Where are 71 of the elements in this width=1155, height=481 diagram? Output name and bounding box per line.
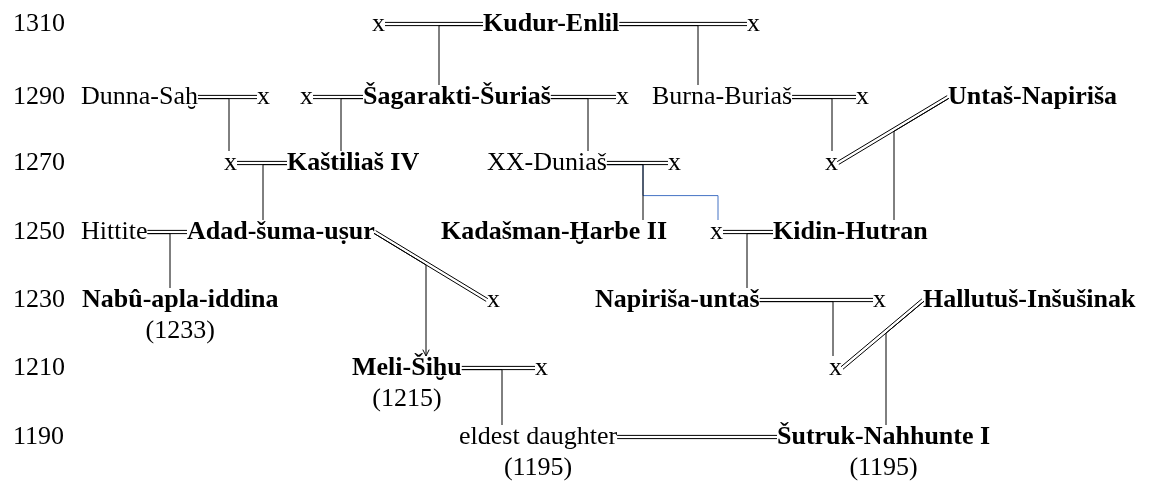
marriage-line	[618, 21, 748, 27]
descent-line	[197, 98, 230, 152]
marriage-line	[722, 229, 774, 235]
year-label: 1230	[13, 285, 65, 313]
person-name: Burna-Buriaš	[652, 82, 793, 110]
person-name: x	[224, 148, 237, 176]
marriage-line	[616, 434, 778, 440]
year-label: 1270	[13, 148, 65, 176]
marriage-line	[836, 95, 950, 165]
marriage-line	[606, 160, 669, 166]
person-name: Hallutuš-Inšušinak	[923, 285, 1136, 313]
person-name: x	[825, 148, 838, 176]
year-label: 1290	[13, 82, 65, 110]
marriage-line	[236, 160, 288, 166]
date-note: (1195)	[849, 456, 918, 478]
marriage-line	[146, 229, 188, 235]
person-name: x	[487, 285, 500, 313]
date-note: (1215)	[372, 387, 442, 409]
descent-line	[461, 369, 503, 426]
year-label: 1310	[13, 9, 65, 37]
descent-line	[373, 232, 430, 357]
descent-line	[550, 98, 589, 152]
year-label: 1210	[13, 353, 65, 381]
person-name: Kadašman-Ḫarbe II	[441, 217, 668, 245]
marriage-line	[461, 365, 536, 371]
person-name: x	[873, 285, 886, 313]
person-name: Kidin-Hutran	[773, 217, 928, 245]
descent-line	[340, 98, 364, 152]
person-name: Hittite	[81, 217, 148, 245]
marriage-line	[759, 297, 874, 303]
person-name: x	[747, 9, 760, 37]
person-name: Adad-šuma-uṣur	[187, 217, 375, 245]
descent-line	[893, 97, 950, 221]
descent-line	[146, 233, 171, 289]
descent-line	[746, 233, 774, 289]
person-name: Dunna-Saḫ	[81, 82, 198, 110]
person-name: eldest daughter	[459, 422, 618, 450]
person-name: XX-Duniaš	[487, 148, 607, 176]
person-name: Kudur-Enlil	[483, 9, 620, 37]
person-name: Šutruk-Nahhunte I	[777, 422, 991, 450]
person-name: x	[710, 217, 723, 245]
person-name: x	[535, 353, 548, 381]
marriage-line	[384, 21, 484, 27]
person-name: Nabû-apla-iddina	[82, 285, 279, 313]
year-label: 1250	[13, 217, 65, 245]
marriage-line	[840, 298, 925, 370]
year-label: 1190	[13, 422, 65, 450]
person-name: Kaštiliaš IV	[287, 148, 420, 176]
descent-line	[791, 98, 833, 152]
person-name: x	[372, 9, 385, 37]
descent-line	[759, 301, 834, 357]
descent-line	[618, 25, 699, 86]
person-name: x	[668, 148, 681, 176]
person-name: Meli-Šiḫu	[352, 353, 462, 381]
person-name: x	[829, 353, 842, 381]
descent-line	[262, 164, 288, 221]
person-name: Šagarakti-Šuriaš	[363, 82, 551, 110]
person-name: x	[257, 82, 270, 110]
descent-line	[438, 25, 484, 86]
person-name: x	[616, 82, 629, 110]
person-name: x	[300, 82, 313, 110]
marriage-line	[550, 94, 617, 100]
marriage-line	[197, 94, 258, 100]
descent-line	[606, 164, 644, 221]
person-name: Napiriša-untaš	[595, 285, 760, 313]
descent-line	[885, 300, 925, 426]
marriage-line	[312, 94, 364, 100]
marriage-line	[373, 230, 489, 302]
marriage-line	[791, 94, 857, 100]
person-name: x	[856, 82, 869, 110]
person-name: Untaš-Napiriša	[948, 82, 1117, 110]
